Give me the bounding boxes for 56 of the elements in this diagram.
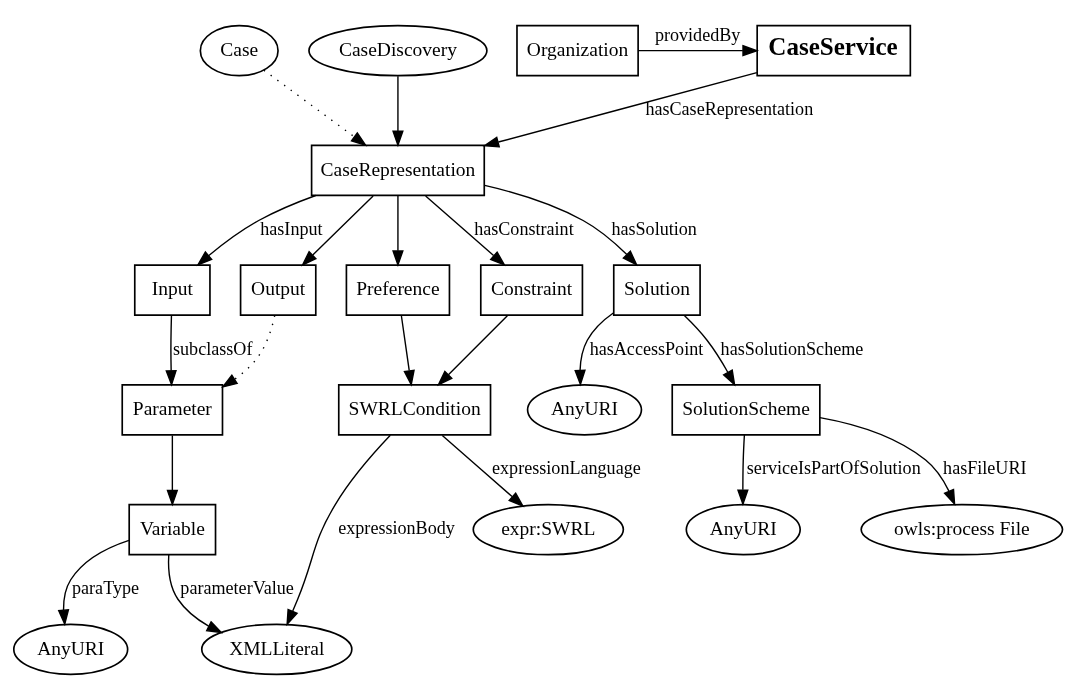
arrow bbox=[286, 434, 392, 627]
arrow bbox=[483, 184, 639, 267]
arrow bbox=[424, 195, 506, 267]
edge-label: hasCaseRepresentation bbox=[645, 99, 814, 120]
arrow bbox=[637, 44, 760, 57]
edge-label: hasAccessPoint bbox=[589, 338, 704, 359]
node-box: CaseService bbox=[756, 24, 912, 77]
node-ellipse: XMLLiteral bbox=[200, 623, 353, 676]
node-ellipse: owls:process File bbox=[860, 503, 1064, 556]
node-ellipse: CaseDiscovery bbox=[308, 24, 488, 77]
arrow bbox=[57, 539, 130, 627]
node-box: Solution bbox=[612, 264, 701, 317]
node-box: Input bbox=[133, 264, 211, 317]
arrow bbox=[400, 315, 415, 387]
node-box: Constraint bbox=[479, 264, 584, 317]
node-box: Parameter bbox=[121, 383, 224, 436]
node-ellipse: AnyURI bbox=[685, 503, 801, 556]
node-box: Preference bbox=[345, 264, 451, 317]
arrow bbox=[441, 434, 525, 508]
arrow bbox=[221, 315, 276, 389]
edge-label: expressionLanguage bbox=[492, 458, 641, 479]
edge-label: hasFileURI bbox=[943, 458, 1027, 479]
edge-label: hasInput bbox=[260, 218, 323, 239]
arrow bbox=[165, 314, 177, 387]
arrow bbox=[301, 195, 374, 267]
node-box: Output bbox=[239, 264, 317, 317]
node-box: SWRLCondition bbox=[337, 383, 492, 436]
arrow bbox=[392, 195, 404, 268]
arrow bbox=[436, 315, 509, 387]
node-ellipse: expr:SWRL bbox=[472, 503, 625, 556]
arrow bbox=[392, 75, 404, 148]
node-box: Organization bbox=[516, 24, 639, 77]
arrow bbox=[196, 194, 317, 267]
arrow bbox=[819, 416, 956, 507]
edge-label: paraType bbox=[71, 578, 140, 599]
node-ellipse: AnyURI bbox=[12, 623, 129, 676]
arrow bbox=[263, 69, 368, 147]
edge-label: serviceIsPartOfSolution bbox=[746, 458, 921, 479]
edge-label: parameterValue bbox=[180, 578, 294, 599]
edge-label: expressionBody bbox=[338, 518, 455, 539]
node-ellipse: AnyURI bbox=[526, 383, 643, 436]
arrow bbox=[482, 71, 758, 148]
arrow bbox=[167, 554, 224, 634]
edge-label: hasSolutionScheme bbox=[720, 338, 864, 359]
node-box: Variable bbox=[128, 503, 217, 556]
node-ellipse: Case bbox=[199, 24, 279, 77]
edge-label: subclassOf bbox=[173, 338, 253, 359]
edge-label: hasSolution bbox=[611, 218, 697, 239]
arrow bbox=[574, 312, 615, 387]
node-box: SolutionScheme bbox=[671, 383, 821, 436]
edge-label: hasConstraint bbox=[474, 218, 574, 239]
edge-label: providedBy bbox=[654, 25, 741, 46]
arrow bbox=[737, 434, 749, 507]
arrow bbox=[166, 434, 179, 507]
node-box: CaseRepresentation bbox=[310, 144, 486, 197]
arrow bbox=[683, 314, 736, 387]
